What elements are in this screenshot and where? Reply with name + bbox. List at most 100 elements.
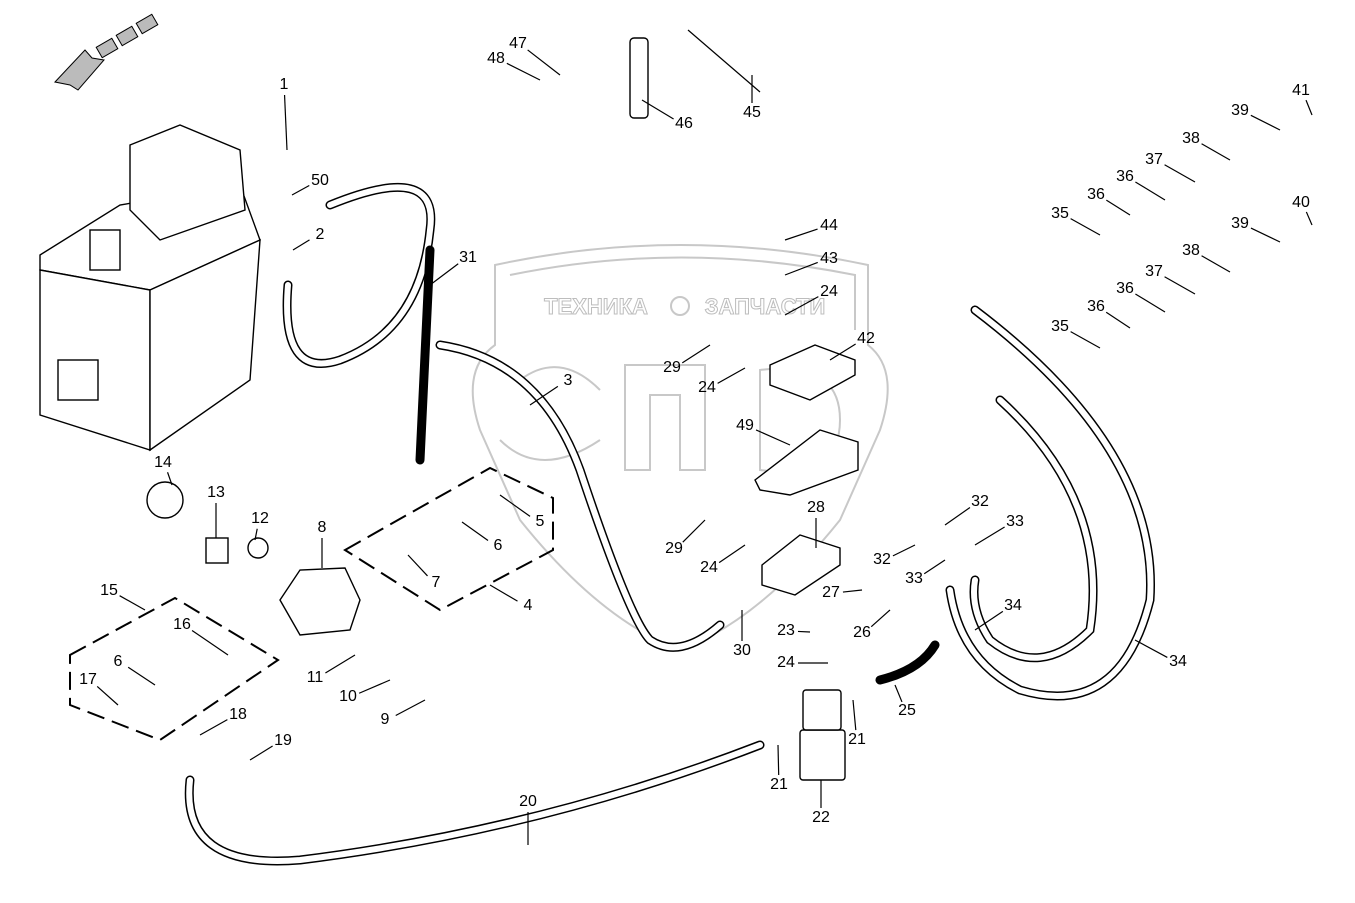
callout: 21 <box>848 699 866 748</box>
callout: 20 <box>519 793 537 845</box>
callout: 34 <box>974 597 1022 631</box>
leader-line <box>191 629 229 656</box>
leader-line <box>1250 114 1281 131</box>
leader-line <box>461 521 489 541</box>
leader-line <box>829 343 856 361</box>
callout-number: 3 <box>564 372 573 389</box>
callout: 36 <box>1087 298 1131 329</box>
leader-line <box>166 472 173 486</box>
callout: 31 <box>429 249 477 286</box>
callout-number: 8 <box>318 519 327 536</box>
callout-number: 7 <box>432 574 441 591</box>
leader-line <box>1135 181 1166 201</box>
leader-line <box>529 385 559 406</box>
callout: 42 <box>829 330 875 361</box>
leader-line <box>283 94 288 151</box>
callout-number: 38 <box>1182 130 1200 147</box>
callout: 30 <box>733 610 751 659</box>
leader-line <box>1305 211 1313 226</box>
callout-number: 32 <box>873 551 891 568</box>
callout: 12 <box>251 510 269 541</box>
leader-line <box>784 228 818 241</box>
leader-line <box>292 239 310 251</box>
leader-line <box>718 544 746 564</box>
callout-number: 6 <box>494 537 503 554</box>
hydraulic-tank <box>39 124 261 452</box>
leader-line <box>641 99 674 120</box>
callout: 4 <box>489 584 533 614</box>
leader-line <box>852 699 857 731</box>
callout-number: 13 <box>207 484 225 501</box>
leader-line <box>199 719 228 736</box>
callout: 36 <box>1116 280 1166 313</box>
callout: 11 <box>307 654 356 686</box>
leader-line <box>1134 639 1168 658</box>
callout-number: 41 <box>1292 82 1310 99</box>
callout: 44 <box>784 217 838 241</box>
callout-number: 19 <box>274 732 292 749</box>
callout-number: 9 <box>381 711 390 728</box>
callout: 1 <box>280 76 289 151</box>
leader-line <box>527 49 561 76</box>
callout-number: 39 <box>1231 102 1249 119</box>
callout-number: 36 <box>1116 280 1134 297</box>
leader-line <box>407 554 428 577</box>
callout: 29 <box>665 519 706 557</box>
leader-line <box>499 494 531 517</box>
leader-line <box>254 528 258 541</box>
leader-line <box>325 654 356 674</box>
callout-number: 21 <box>770 776 788 793</box>
callout: 3 <box>529 372 573 406</box>
callout-number: 36 <box>1116 168 1134 185</box>
leader-line <box>755 429 791 446</box>
callout-number: 45 <box>743 104 761 121</box>
callout: 50 <box>291 172 329 196</box>
leader-line <box>1201 143 1231 161</box>
callout-number: 48 <box>487 50 505 67</box>
hoses <box>184 182 1156 866</box>
callout-number: 46 <box>675 115 693 132</box>
callout-number: 37 <box>1145 263 1163 280</box>
callout: 35 <box>1051 318 1101 349</box>
leader-line <box>358 679 391 694</box>
leader-line <box>923 559 946 575</box>
leader-line <box>974 610 1004 631</box>
leader-line <box>1070 218 1101 236</box>
callout-number: 38 <box>1182 242 1200 259</box>
callout: 33 <box>974 513 1024 546</box>
callout-number: 32 <box>971 493 989 510</box>
callout: 35 <box>1051 205 1101 236</box>
callout-number: 12 <box>251 510 269 527</box>
leader-line <box>119 595 146 611</box>
leader-line <box>1250 227 1281 243</box>
callout: 40 <box>1292 194 1313 226</box>
callout-number: 11 <box>307 669 324 686</box>
callout: 17 <box>79 671 119 706</box>
callout: 21 <box>770 744 788 793</box>
leader-line <box>682 519 706 543</box>
leader-line <box>870 609 891 628</box>
callout: 43 <box>784 250 838 276</box>
callout: 37 <box>1145 263 1196 295</box>
callout-number: 36 <box>1087 298 1105 315</box>
watermark-text-left: ТЕХНИКА <box>544 294 648 319</box>
callout-number: 6 <box>114 653 123 670</box>
callout-number: 50 <box>311 172 329 189</box>
callout-number: 24 <box>820 283 838 300</box>
leader-line <box>1164 276 1196 295</box>
callout: 34 <box>1134 639 1187 670</box>
callout: 15 <box>100 582 146 611</box>
callout-number: 24 <box>698 379 716 396</box>
callout-number: 24 <box>700 559 718 576</box>
callout-number: 20 <box>519 793 537 810</box>
callout-number: 28 <box>807 499 825 516</box>
callout-number: 21 <box>848 731 866 748</box>
callout: 22 <box>812 780 830 826</box>
leader-line <box>96 685 119 706</box>
components <box>69 29 859 781</box>
callout-number: 34 <box>1004 597 1022 614</box>
leader-line <box>1105 311 1131 329</box>
callout-number: 14 <box>154 454 172 471</box>
callout: 7 <box>407 554 441 591</box>
